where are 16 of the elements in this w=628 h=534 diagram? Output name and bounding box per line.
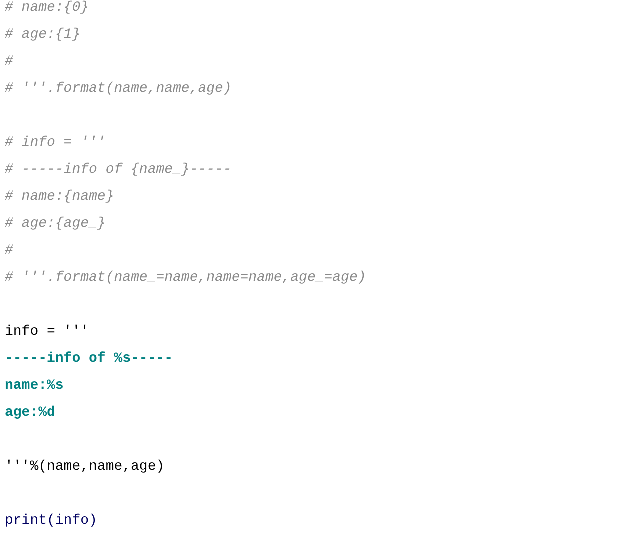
comment-line: # age:{1}	[5, 26, 81, 44]
comment-line: # '''.format(name_=name,name=name,age_=age)	[5, 269, 366, 287]
string-line: age:%d	[5, 404, 56, 422]
comment-line: # age:{age_}	[5, 215, 106, 233]
code-line: info = '''	[5, 323, 90, 341]
string-line: name:%s	[5, 377, 64, 395]
code-line: print(info)	[5, 512, 98, 530]
comment-line: # '''.format(name,name,age)	[5, 80, 232, 98]
comment-line: # name:{name}	[5, 188, 114, 206]
comment-line: # -----info of {name_}-----	[5, 161, 232, 179]
comment-line: # info = '''	[5, 134, 106, 152]
comment-line: #	[5, 53, 14, 71]
comment-line: # name:{0}	[5, 0, 90, 17]
comment-line: #	[5, 242, 14, 260]
code-line: '''%(name,name,age)	[5, 458, 165, 476]
string-line: -----info of %s-----	[5, 350, 174, 368]
